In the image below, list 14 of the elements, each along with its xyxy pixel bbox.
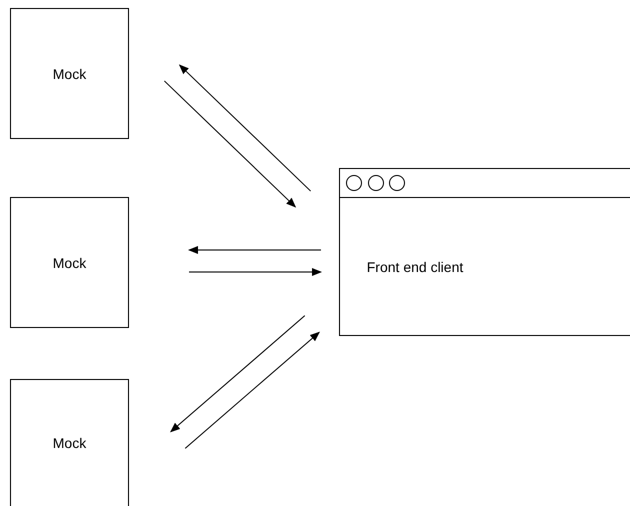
node-label: Mock: [52, 254, 86, 270]
arrow: [170, 315, 306, 432]
browser-window: [339, 168, 630, 336]
process-box: [10, 379, 129, 506]
arrow: [188, 246, 322, 254]
process-box: [10, 8, 129, 139]
arrow: [184, 332, 320, 449]
node-label: Front end client: [366, 258, 464, 274]
process-box: [10, 197, 129, 328]
arrow: [178, 64, 312, 192]
node-label: Mock: [52, 435, 86, 451]
arrow: [164, 80, 296, 208]
arrow: [188, 268, 322, 276]
node-label: Mock: [52, 66, 86, 82]
